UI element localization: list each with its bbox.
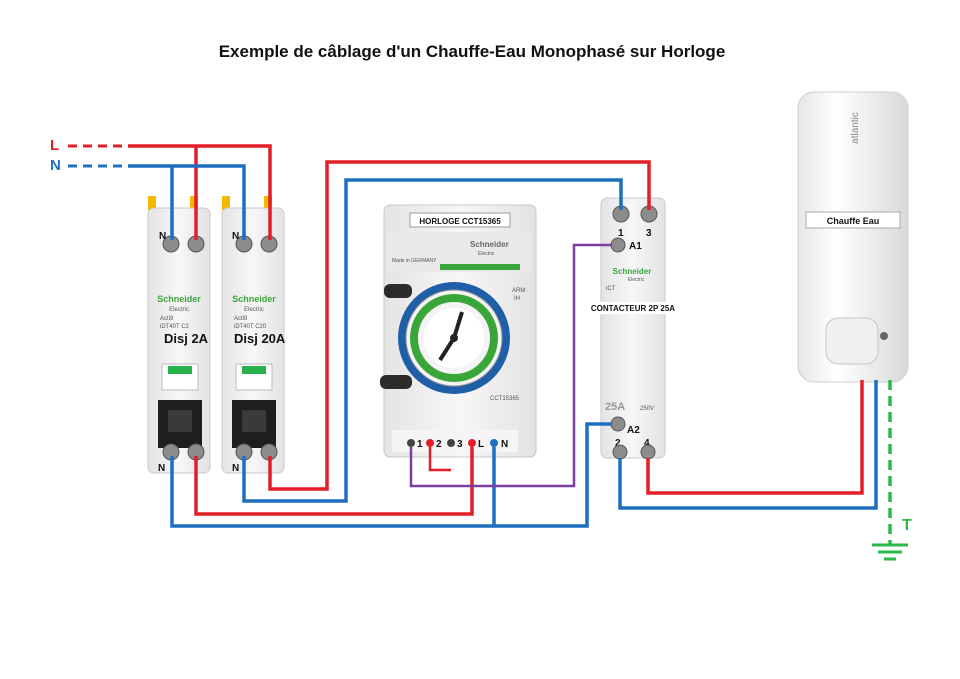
- breaker-20a-n-bottom: N: [232, 463, 239, 474]
- wire-neutral-to-heater: [618, 380, 878, 510]
- contactor-voltage: 250V: [640, 406, 654, 412]
- breaker-2a-model: Acti9: [160, 316, 174, 322]
- breaker-2a-n-top: N: [159, 231, 166, 242]
- heater-label: Chauffe Eau: [827, 216, 880, 226]
- wire-neutral-main: [128, 164, 246, 240]
- timer-term-3: 3: [457, 439, 463, 450]
- timer-term-L: L: [478, 439, 484, 450]
- wire-live-main: [128, 144, 272, 240]
- breaker-20a-ref: iDT40T C20: [234, 324, 267, 330]
- timer-label: HORLOGE CCT15365: [419, 217, 501, 226]
- timer-side-text-2: IH: [514, 296, 520, 302]
- timer-model-code: CCT15365: [490, 396, 520, 402]
- contactor-brand: Schneider: [613, 267, 652, 276]
- neutral-line-label: N: [50, 157, 61, 174]
- contactor-2p-25a: 1 3 A1 Schneider Electric iCT CONTACTEUR…: [585, 197, 682, 460]
- earth-label: T: [902, 517, 912, 534]
- breaker-2a-n-bottom: N: [158, 463, 165, 474]
- contactor-term-3: 3: [646, 228, 652, 239]
- breaker-20a-brand: Schneider: [232, 294, 276, 304]
- contactor-term-a2: A2: [627, 425, 640, 436]
- earth-symbol: [872, 543, 908, 561]
- timer-term-N: N: [501, 439, 508, 450]
- contactor-term-2: 2: [615, 438, 621, 449]
- contactor-type: iCT: [606, 286, 616, 292]
- breaker-20a-label: Disj 20A: [234, 331, 286, 346]
- wire-timer-jumper: [428, 447, 451, 472]
- wire-live-to-contactor-3: [268, 160, 651, 491]
- wire-neutral-to-contactor-1: [242, 178, 623, 503]
- contactor-term-1: 1: [618, 228, 624, 239]
- water-heater: atlantic Chauffe Eau: [797, 91, 909, 383]
- live-line-label: L: [50, 137, 59, 154]
- breaker-20a: N Schneider Electric Acti9 iDT40T C20 Di…: [221, 196, 286, 474]
- timer-made-in: Made in GERMANY: [392, 258, 437, 264]
- breaker-2a-ref: iDT40T C2: [160, 324, 190, 330]
- timer-term-2: 2: [436, 439, 442, 450]
- heater-brand: atlantic: [850, 112, 861, 144]
- timer-horloge: HORLOGE CCT15365 Schneider Electric Made…: [380, 204, 537, 458]
- wire-neutral-to-a2: [170, 422, 612, 528]
- timer-brand: Schneider: [470, 240, 509, 249]
- contactor-brand-sub: Electric: [628, 277, 645, 283]
- diagram-title: Exemple de câblage d'un Chauffe-Eau Mono…: [219, 42, 726, 61]
- breaker-20a-model: Acti9: [234, 316, 248, 322]
- contactor-label: CONTACTEUR 2P 25A: [591, 304, 675, 313]
- wire-live-to-heater: [646, 380, 864, 495]
- timer-term-1: 1: [417, 439, 423, 450]
- breaker-2a-brand-sub: Electric: [169, 307, 189, 313]
- contactor-term-a1: A1: [629, 241, 642, 252]
- breaker-2a: N Schneider Electric Acti9 iDT40T C2 Dis…: [147, 196, 211, 474]
- breaker-2a-brand: Schneider: [157, 294, 201, 304]
- wire-control-to-a1: [409, 243, 612, 488]
- timer-side-text-1: ARM: [512, 288, 525, 294]
- contactor-term-4: 4: [644, 438, 650, 449]
- contactor-rating: 25A: [605, 401, 625, 413]
- breaker-2a-label: Disj 2A: [164, 331, 209, 346]
- breaker-20a-brand-sub: Electric: [244, 307, 264, 313]
- timer-brand-sub: Electric: [478, 251, 495, 257]
- breaker-20a-n-top: N: [232, 231, 239, 242]
- wire-live-to-timer-L: [194, 447, 474, 516]
